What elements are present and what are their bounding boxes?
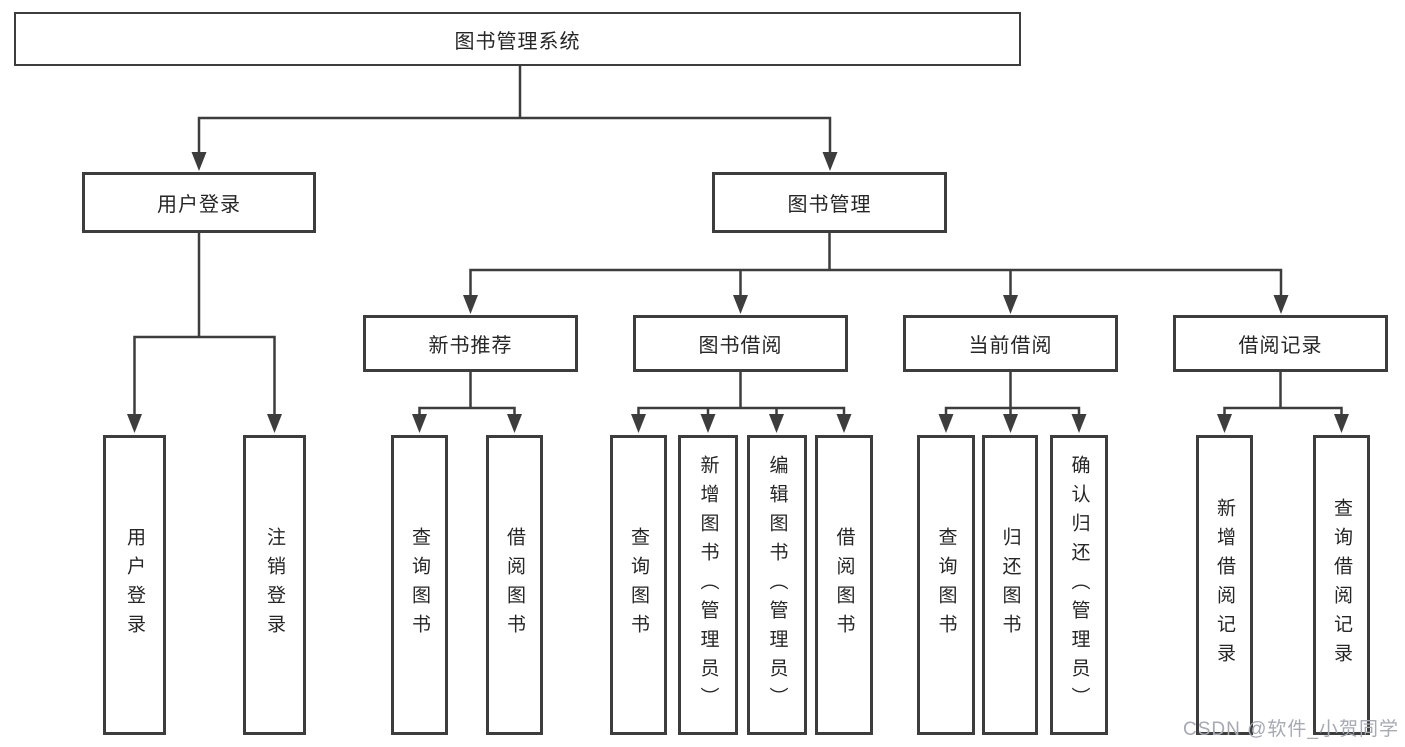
node-book-borrow: 图书借阅 [633, 315, 848, 372]
leaf-user-login-label: 用户登录 [124, 527, 145, 643]
csdn-watermark: CSDN @软件_小贺同学 [1183, 719, 1399, 740]
leaf-bb-edit-books-admin-label: 编辑图书（管理员） [766, 454, 788, 716]
leaf-cb-query-books: 查询图书 [917, 435, 975, 735]
leaf-cb-query-books-label: 查询图书 [935, 527, 957, 643]
node-user-login: 用户登录 [82, 172, 316, 233]
leaf-cb-return-books-label: 归还图书 [999, 527, 1021, 643]
leaf-br-add-record-label: 新增借阅记录 [1214, 498, 1235, 672]
leaf-nb-borrow-books-label: 借阅图书 [504, 527, 525, 643]
node-current-borrow: 当前借阅 [903, 315, 1118, 372]
leaf-cb-confirm-return-admin-label: 确认归还（管理员） [1068, 454, 1090, 716]
leaf-bb-add-books-admin: 新增图书（管理员） [678, 435, 738, 735]
node-borrow-records: 借阅记录 [1173, 315, 1388, 372]
node-book-management-label: 图书管理 [787, 194, 872, 216]
node-borrow-records-label: 借阅记录 [1238, 335, 1323, 357]
node-new-book-recommend-label: 新书推荐 [428, 335, 513, 357]
node-book-borrow-label: 图书借阅 [698, 335, 783, 357]
leaf-bb-borrow-books-label: 借阅图书 [833, 527, 855, 643]
leaf-br-add-record: 新增借阅记录 [1196, 435, 1253, 735]
leaf-nb-query-books-label: 查询图书 [409, 527, 430, 643]
leaf-logout-label: 注销登录 [264, 527, 285, 643]
leaf-br-query-record-label: 查询借阅记录 [1331, 498, 1352, 672]
leaf-nb-query-books: 查询图书 [391, 435, 448, 735]
node-current-borrow-label: 当前借阅 [968, 335, 1053, 357]
leaf-bb-add-books-admin-label: 新增图书（管理员） [697, 454, 719, 716]
node-new-book-recommend: 新书推荐 [363, 315, 578, 372]
connector-paths [133, 64, 1343, 419]
leaf-cb-confirm-return-admin: 确认归还（管理员） [1050, 435, 1108, 735]
leaf-nb-borrow-books: 借阅图书 [486, 435, 543, 735]
node-library-system-label: 图书管理系统 [454, 30, 581, 53]
leaf-logout: 注销登录 [243, 435, 306, 735]
leaf-br-query-record: 查询借阅记录 [1313, 435, 1370, 735]
node-user-login-label: 用户登录 [157, 194, 241, 216]
leaf-user-login: 用户登录 [103, 435, 166, 735]
node-book-management: 图书管理 [712, 172, 947, 233]
leaf-bb-edit-books-admin: 编辑图书（管理员） [747, 435, 807, 735]
leaf-bb-borrow-books: 借阅图书 [815, 435, 873, 735]
node-library-system: 图书管理系统 [14, 12, 1021, 66]
arrowheads [127, 152, 1349, 433]
leaf-bb-query-books: 查询图书 [610, 435, 667, 735]
leaf-cb-return-books: 归还图书 [982, 435, 1038, 735]
leaf-bb-query-books-label: 查询图书 [628, 527, 649, 643]
